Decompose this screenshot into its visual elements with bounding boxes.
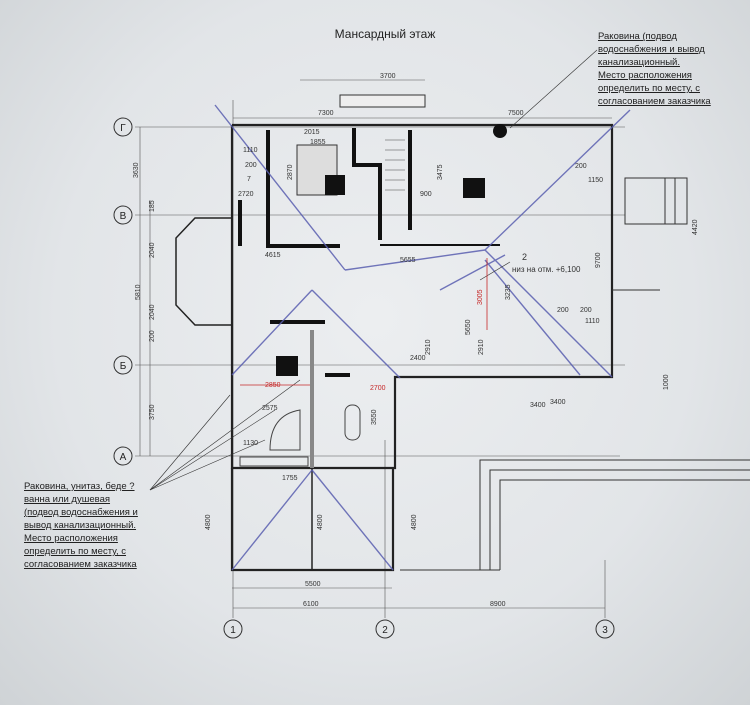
dim-text: 2720 [238,191,254,198]
note-bathroom-bottom-left: Раковина, унитаз, беде ? ванна или душев… [24,480,138,571]
axis-label-a: А [120,452,127,463]
dim-text: 3400 [530,402,546,409]
dim-text: 200 [557,307,569,314]
dim-text: 2700 [370,385,386,392]
dim-text: 2575 [262,405,278,412]
dim-text: 200 [575,163,587,170]
interior-walls [238,128,500,468]
stair [385,139,405,191]
shower-icon [269,409,301,451]
dim-text: 4800 [411,514,418,530]
note-line: согласованием заказчика [598,96,711,107]
axis-label-b: Б [120,361,127,372]
dim-text: 3235 [505,284,512,300]
dim-text: 9700 [595,252,602,268]
dim-text: 3475 [437,164,444,180]
axis-label-3: 3 [602,625,608,636]
note-line: водоснабжения и вывод [598,44,705,55]
leader-lines [149,49,598,491]
axis-label-2: 2 [382,625,388,636]
bathtub-icon [344,404,361,441]
note-line: вывод канализационный. [24,520,137,531]
note-line: Раковина (подвод [598,31,677,42]
sink-icon [493,124,507,138]
dim-text: 1110 [585,318,600,325]
plan-title: Мансардный этаж [335,27,436,41]
roof-hip-lines [214,104,631,571]
note-line: канализационный. [598,57,680,68]
dim-text: 2040 [149,242,156,258]
dim-text: 7300 [318,110,334,117]
note-line: ванна или душевая [24,494,111,505]
dim-text: 2910 [425,339,432,355]
chimney [339,94,426,108]
external-stair [612,177,688,291]
axis-label-g: Г [120,123,126,134]
axis-grid [135,79,625,618]
dim-text: 5810 [135,284,142,300]
dim-text: 2400 [410,355,426,362]
dim-text: 1150 [588,177,603,184]
dim-text: 2040 [149,304,156,320]
dim-text: 200 [245,162,257,169]
porch [400,459,750,571]
level-mark-number: 2 [522,252,527,262]
dim-text: 2850 [265,382,281,389]
riser-symbol [463,178,485,198]
axis-label-1: 1 [230,625,236,636]
dim-text: 1855 [310,139,326,146]
dim-text: 3400 [550,399,566,406]
axis-label-v: В [120,211,127,222]
dim-text: 900 [420,191,432,198]
dim-text: 1000 [663,374,670,390]
level-mark-text: низ на отм. +6,100 [512,265,581,274]
note-line: Место расположения [598,70,692,81]
dim-text: 6100 [303,601,319,608]
dim-text: 3005 [477,289,484,305]
note-line: Место расположения [24,533,118,544]
dim-text: 8900 [490,601,506,608]
dimension-labels: 3700 7300 7500 3630 185 2040 5810 2040 2… [133,73,699,608]
note-sink-top-right: Раковина (подвод водоснабжения и вывод к… [598,30,711,108]
dim-text: 3750 [149,404,156,420]
dim-text: 2870 [287,164,294,180]
note-line: определить по месту, с [598,83,701,94]
dim-text: 4800 [317,514,324,530]
dim-text: 5650 [465,319,472,335]
dim-text: 1130 [243,440,258,447]
dim-text: 7500 [508,110,524,117]
dim-text: 1755 [282,475,298,482]
dim-text: 200 [580,307,592,314]
exterior-walls [175,123,614,572]
note-line: (подвод водоснабжения и [24,507,138,518]
riser-symbol [325,175,345,195]
dim-text: 5655 [400,257,416,264]
dim-text: 7 [247,176,251,183]
note-line: согласованием заказчика [24,559,137,570]
hatched-wall [239,456,309,467]
column-axis-markers: 1 2 3 [223,619,615,639]
row-axis-markers: Г В Б А [113,117,133,466]
note-line: Раковина, унитаз, беде ? [24,481,135,492]
dim-text: 185 [149,200,156,212]
dim-text: 3630 [133,162,140,178]
dim-text: 1110 [243,147,258,154]
dim-text: 4615 [265,252,281,259]
riser-symbol [276,356,298,376]
dim-text: 3550 [371,409,378,425]
dim-text: 200 [149,330,156,342]
dim-text: 4420 [692,219,699,235]
dim-text: 2910 [478,339,485,355]
dim-text: 4800 [205,514,212,530]
dim-text: 3700 [380,73,396,80]
note-line: определить по месту, с [24,546,127,557]
dim-text: 2015 [304,129,320,136]
dim-text: 5500 [305,581,321,588]
